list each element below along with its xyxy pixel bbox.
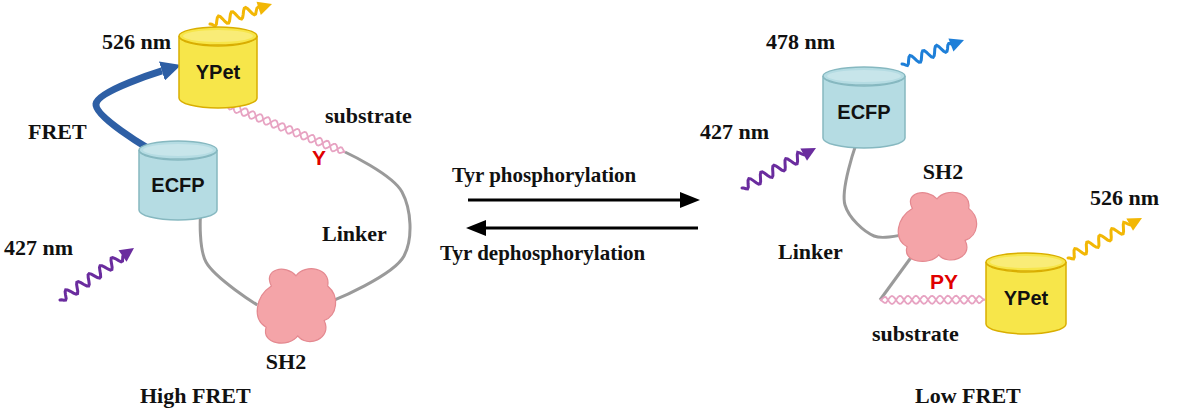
substrate-strand [880,296,985,304]
forward-arrow-line [468,199,682,202]
cylinder-shine [183,30,253,42]
cylinder-top [823,67,905,85]
light-wave [742,152,805,189]
cylinder-body [823,76,905,148]
sh2-blob-shape [257,269,335,343]
wavelength-label: 478 nm [766,30,835,54]
cylinder-body [986,262,1066,334]
cylinder-shine [827,70,901,82]
phosphotyrosine-mark: PY [930,270,958,293]
light-arrow-head [948,39,964,52]
sh2-domain: SH2 [252,262,340,348]
linker-path [200,217,257,305]
node-label: SH2 [899,160,987,184]
light-arrow-head [1126,218,1142,231]
node-label: YPet [1004,287,1048,309]
ypet-cylinder: YPet [985,252,1067,334]
node-label: ECFP [151,174,204,196]
light-wave [60,255,124,300]
reverse-arrow-head [466,220,486,236]
state-title: Low FRET [915,384,1021,408]
light-arrow-head [119,248,134,262]
linker-path [844,146,898,238]
fret-arrow [96,71,162,148]
ecfp-cylinder: ECFP [138,140,218,220]
linker-label: Linker [322,222,387,246]
linker-label: Linker [778,240,843,264]
substrate-label: substrate [872,322,959,346]
forward-arrow-head [680,192,700,208]
cylinder-shine [990,256,1062,268]
light-wave [210,7,261,26]
cylinder-body [139,150,217,220]
wavelength-label: 427 nm [700,120,769,144]
cylinder-top [179,27,257,45]
sh2-domain: SH2 [893,186,981,266]
light-arrows [60,2,1142,301]
cylinder-body [179,36,257,108]
substrate-label: substrate [325,104,412,128]
substrate-strand [880,296,985,304]
reaction-arrows [466,192,700,236]
node-label: SH2 [242,350,330,374]
cylinder-top [139,141,217,159]
node-label: ECFP [837,101,890,123]
fret-arrow-path [96,71,162,148]
cylinder-top [986,253,1066,271]
wavelength-label: 526 nm [102,30,171,54]
sh2-blob [893,186,981,266]
reaction-label: Tyr phosphorylation [452,164,636,187]
wavelength-label: 427 nm [4,236,73,260]
cylinder-shine [143,144,213,156]
linker-path [880,258,911,300]
light-arrow-head [800,148,816,161]
linker-line [880,258,985,304]
wavelength-label: 526 nm [1090,186,1159,210]
reverse-arrow-line [484,227,698,230]
edge-label: FRET [28,120,87,144]
sh2-blob [252,262,340,348]
light-wave [1068,222,1131,259]
reaction-label: Tyr dephosphorylation [440,242,645,265]
light-arrow-head [257,2,272,15]
ypet-cylinder: YPet [178,26,258,108]
linker-line [844,146,898,238]
sh2-blob-shape [898,192,976,261]
ecfp-cylinder: ECFP [822,66,906,148]
node-label: YPet [196,61,240,83]
linker-line [200,217,257,305]
light-wave [902,43,953,65]
state-title: High FRET [140,384,251,408]
tyrosine-mark: Y [312,146,326,169]
